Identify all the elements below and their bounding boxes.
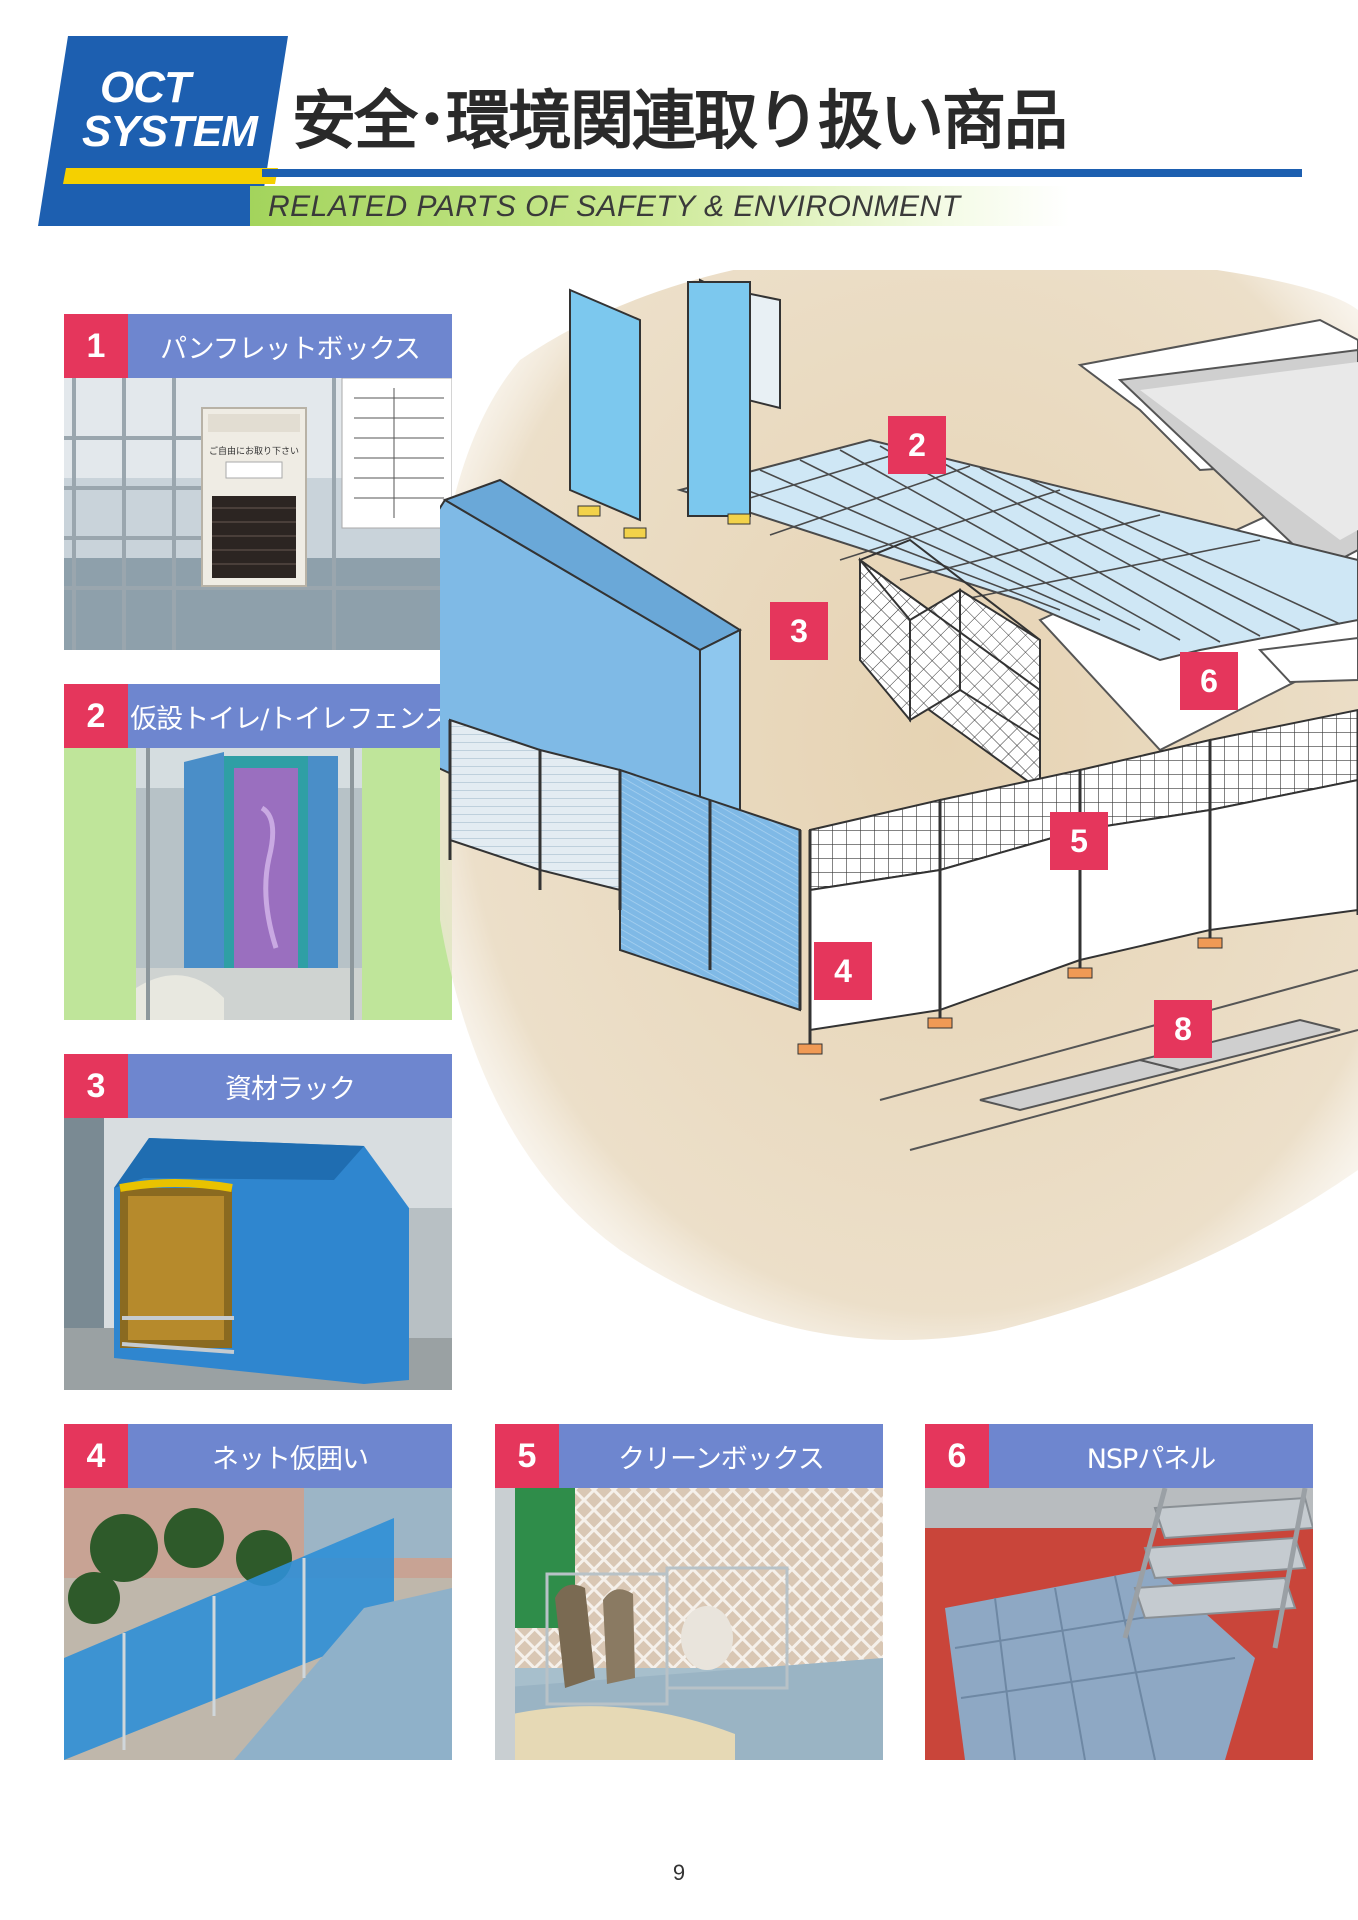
- nsp-panel-photo: [925, 1488, 1313, 1760]
- temporary-toilet-photo: [64, 748, 452, 1020]
- page-title: 安全･環境関連取り扱い商品: [292, 85, 1068, 159]
- product-number: 1: [64, 314, 128, 378]
- logo-line2: SYSTEM: [82, 107, 258, 156]
- toilet-fence-illustration: [569, 278, 781, 539]
- illustration-tag: 8: [1154, 1000, 1212, 1058]
- subtitle-band: [250, 186, 1070, 226]
- title-divider: [262, 169, 1302, 177]
- product-name: 仮設トイレ/トイレフェンス: [130, 703, 451, 735]
- clean-box-illustration: [857, 538, 1041, 792]
- page-subtitle: RELATED PARTS OF SAFETY & ENVIRONMENT: [268, 190, 961, 223]
- clean-box-photo: [495, 1488, 883, 1760]
- product-number: 6: [925, 1424, 989, 1488]
- product-name: NSPパネル: [1086, 1443, 1217, 1475]
- pamphlet-box-photo: ご自由にお取り下さい: [64, 378, 452, 650]
- page-number: 9: [672, 1860, 686, 1885]
- product-number: 3: [64, 1054, 128, 1118]
- illustration-tag: 3: [770, 602, 828, 660]
- illustration-tag: 6: [1180, 652, 1238, 710]
- net-enclosure-photo: [64, 1488, 452, 1760]
- site-illustration: 2 3 6 5 4 8: [393, 247, 1358, 1364]
- product-name: 資材ラック: [225, 1073, 356, 1105]
- illustration-tag: 4: [814, 942, 872, 1000]
- oct-system-logo: OCT SYSTEM: [38, 36, 288, 226]
- nsp-panel-illustration: [676, 438, 1358, 662]
- logo-line1: OCT: [100, 63, 191, 112]
- product-name: ネット仮囲い: [212, 1443, 369, 1475]
- product-name: パンフレットボックス: [160, 333, 421, 365]
- box-label-text: ご自由にお取り下さい: [209, 445, 299, 457]
- product-card-4: 4 ネット仮囲い: [64, 1424, 452, 1760]
- product-card-6: 6 NSPパネル: [925, 1424, 1313, 1760]
- product-number: 4: [64, 1424, 128, 1488]
- product-card-3: 3 資材ラック: [64, 1054, 452, 1390]
- net-enclosure-illustration: [448, 718, 802, 1012]
- illustration-tag: 2: [888, 416, 946, 474]
- product-name: クリーンボックス: [618, 1443, 825, 1475]
- product-number: 5: [495, 1424, 559, 1488]
- product-card-5: 5 クリーンボックス: [495, 1424, 883, 1760]
- product-number: 2: [64, 684, 128, 748]
- product-card-2: 2 仮設トイレ/トイレフェンス: [64, 684, 452, 1020]
- illustration-tag: 5: [1050, 812, 1108, 870]
- fence-panel-illustration: [797, 708, 1358, 1055]
- product-card-1: 1 パンフレットボックス ご自由にお取り下さい: [64, 314, 452, 650]
- material-rack-photo: [64, 1118, 452, 1390]
